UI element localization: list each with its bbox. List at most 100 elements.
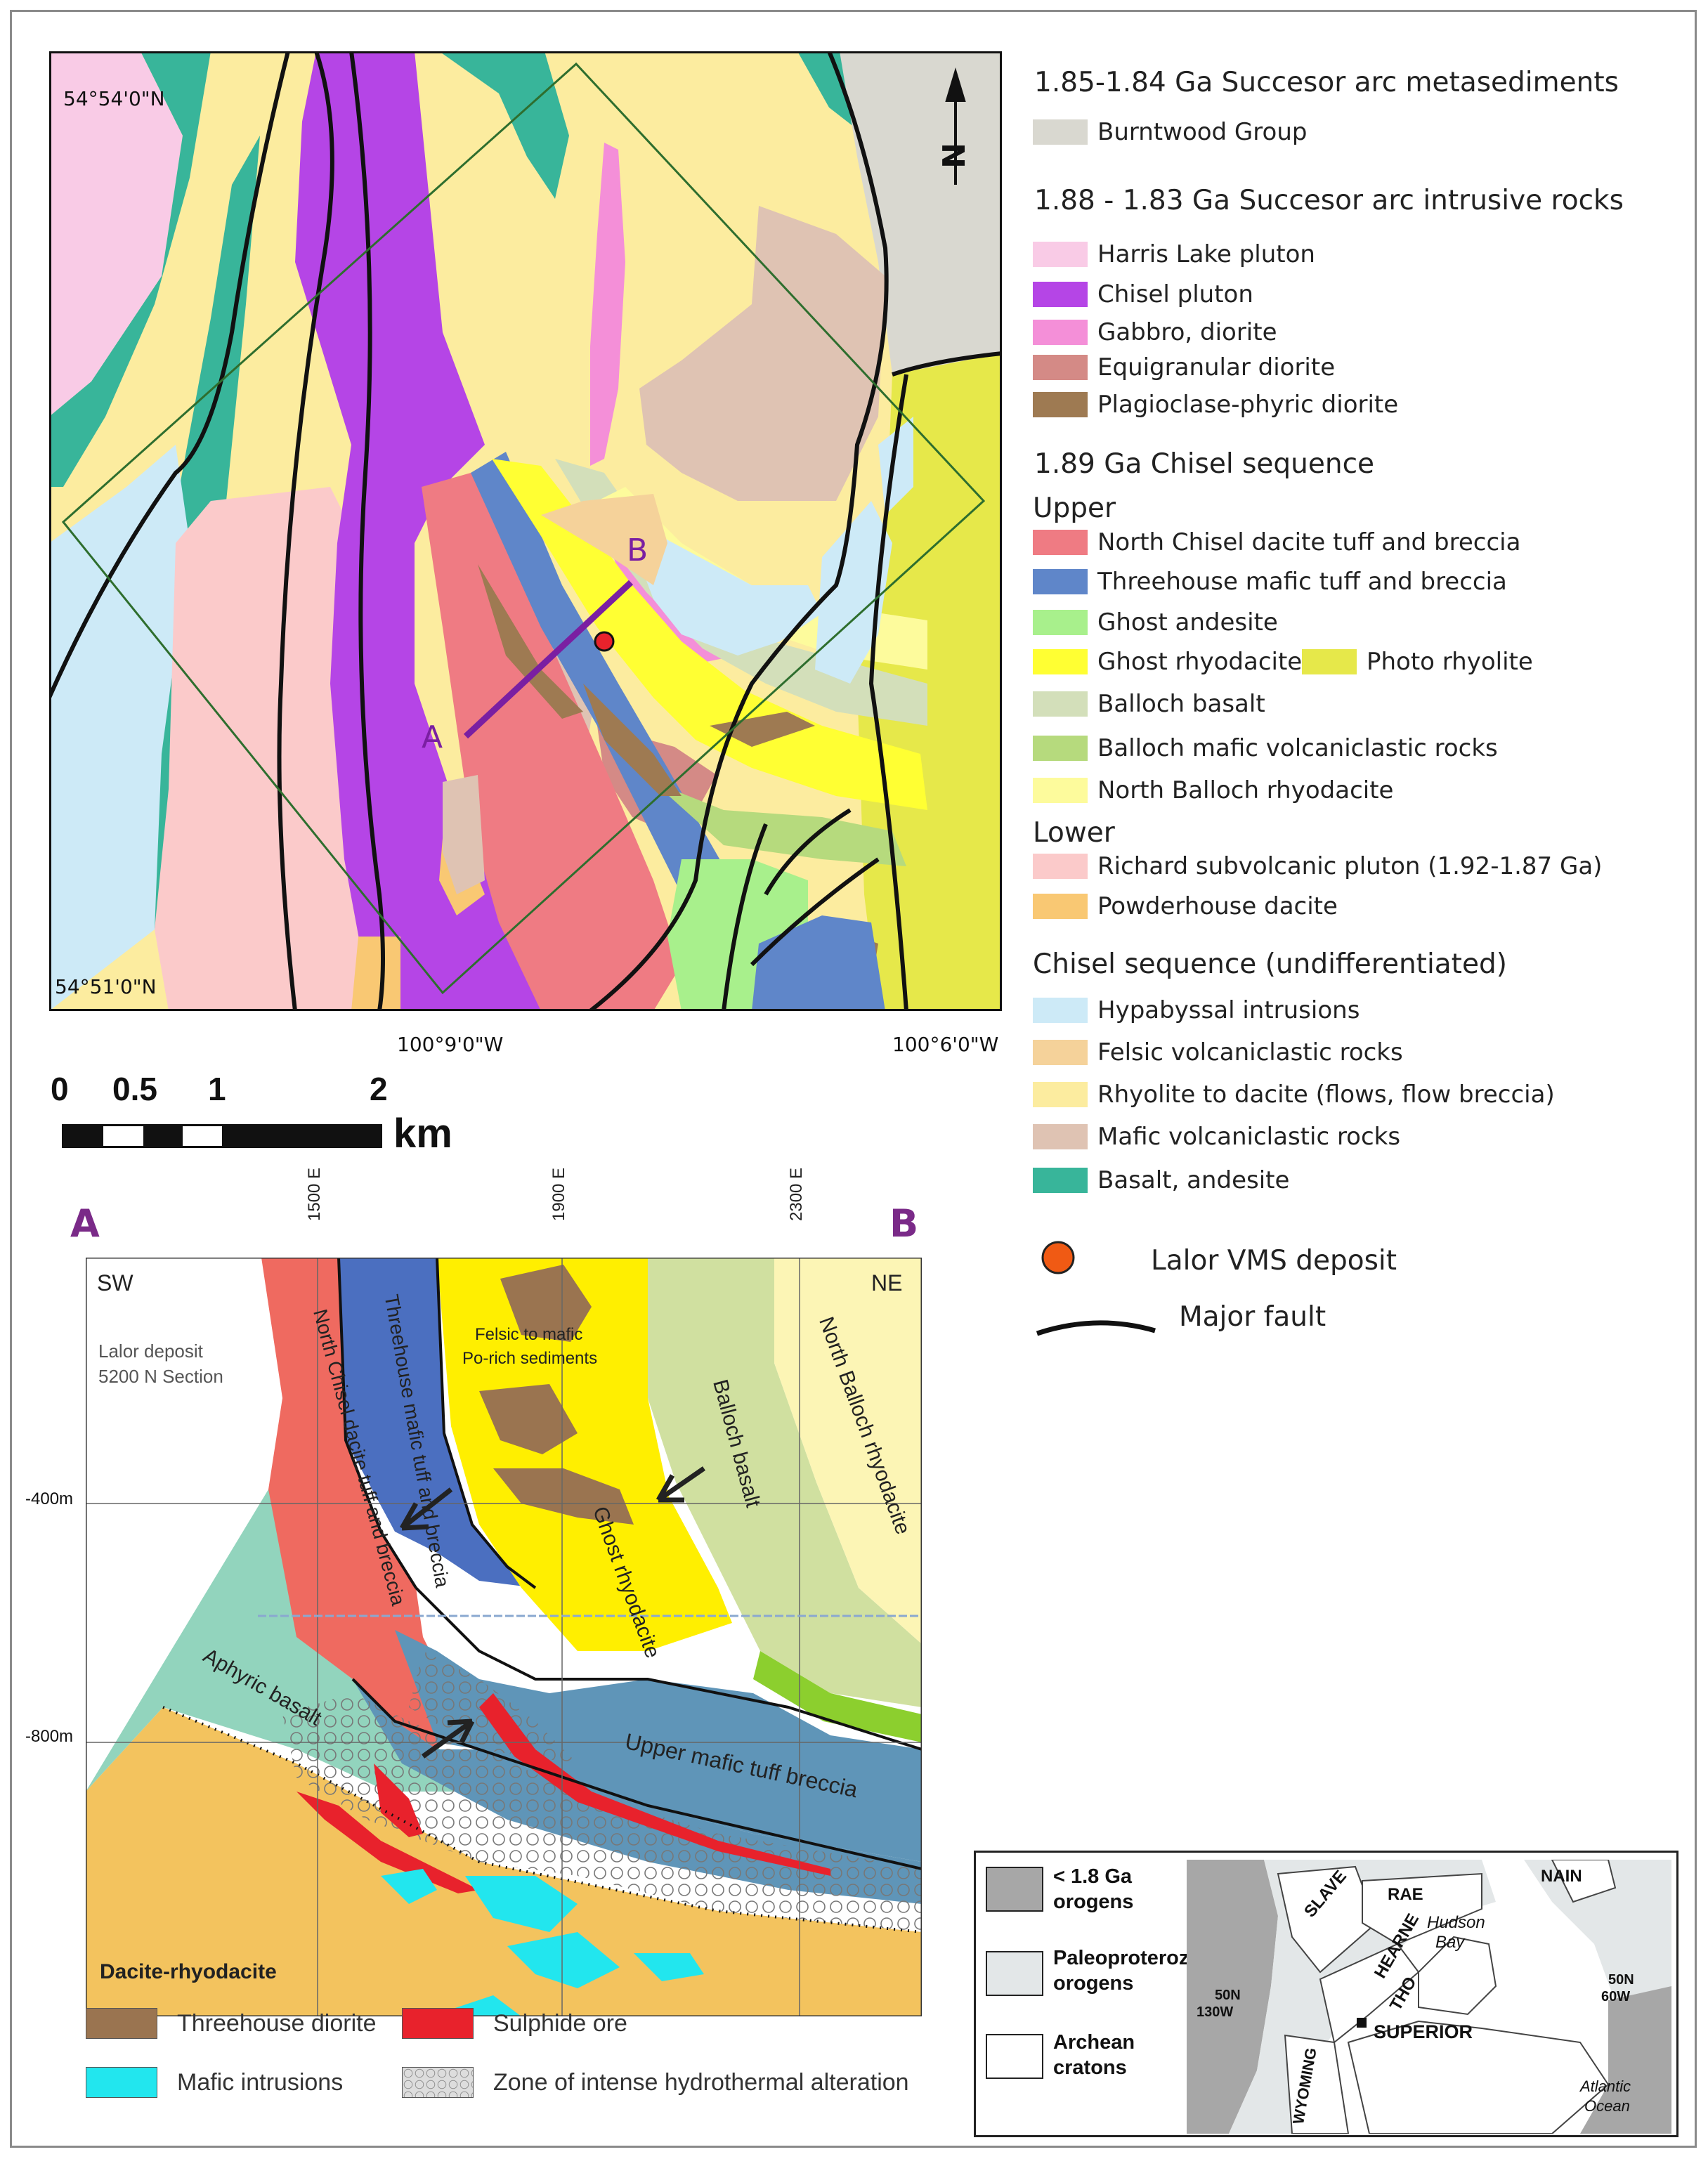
gabbro-dike: [590, 143, 625, 466]
sulphide-ore-2: [296, 1792, 479, 1893]
ghost-section: [437, 1258, 732, 1651]
major-faults: [49, 51, 1002, 1011]
fault-8: [750, 857, 880, 967]
legend-fault-label: Major fault: [1179, 1301, 1326, 1333]
powderhouse-dacite: [351, 937, 400, 1011]
section-legend-alteration: Zone of intense hydrothermal alteration: [402, 2067, 909, 2098]
legend-item-north-chisel: North Chisel dacite tuff and breccia: [1033, 528, 1520, 556]
inset-lon-w: 130W: [1197, 2004, 1234, 2020]
inset-legend-young-1: < 1.8 Ga: [1053, 1865, 1133, 1888]
balloch-mafic-volcaniclastic: [653, 782, 906, 866]
balloch-section: [648, 1258, 922, 1707]
legend-item-mafic-volc: Mafic volcaniclastic rocks: [1033, 1123, 1400, 1151]
inset-legend-archean-2: cratons: [1053, 2056, 1127, 2079]
hudson-bay: [1418, 1936, 1497, 2016]
north-arrow-icon: [945, 67, 966, 185]
legend-heading-chisel: 1.89 Ga Chisel sequence: [1034, 448, 1375, 480]
diorite-blob-1: [500, 1265, 592, 1342]
hearne-craton: [1319, 1943, 1420, 2044]
hypabyssal-center: [632, 536, 822, 655]
inset-superior: SUPERIOR: [1374, 2021, 1473, 2042]
figure-frame: [10, 10, 1697, 2148]
study-location-marker: [1357, 2018, 1367, 2028]
northing-1500: 1500 E: [305, 1167, 324, 1221]
mafic-intrusion-3: [507, 1932, 620, 1988]
inset-swatch-paleo: [986, 1951, 1043, 1996]
legend-sub-upper: Upper: [1033, 493, 1116, 524]
legend-item-ghost-rhyodacite: Ghost rhyodacite: [1033, 648, 1302, 676]
felsic-volcaniclastic: [541, 494, 667, 585]
fault-5: [892, 351, 1002, 377]
north-chisel-dacite: [422, 473, 682, 1011]
depth-800: -800m: [25, 1727, 74, 1746]
legend-item-hypabyssal: Hypabyssal intrusions: [1033, 996, 1360, 1024]
legend-swatch: [1033, 119, 1088, 145]
alteration-arrows: [399, 1466, 705, 1759]
lalor-deposit-icon: [1041, 1241, 1075, 1274]
mafic-intrusion-2: [465, 1876, 578, 1932]
inset-rae: RAE: [1388, 1885, 1423, 1904]
label-felsic-line1: Felsic to mafic: [475, 1325, 583, 1344]
depth-400: -400m: [25, 1489, 74, 1508]
section-line-a-b: [463, 580, 634, 739]
section-title-line1: Lalor deposit: [98, 1341, 203, 1362]
legend-item-rhyolite: Rhyolite to dacite (flows, flow breccia): [1033, 1081, 1555, 1109]
grenville-orogen: [1580, 1986, 1671, 2134]
cordillera-orogen: [1187, 1860, 1278, 2134]
inset-lon-e: 60W: [1601, 1989, 1631, 2004]
basalt-strip-3: [439, 51, 569, 199]
mafic-inclusion: [443, 775, 485, 894]
mafic-intrusion-1: [381, 1869, 437, 1904]
legend-item-burntwood: Burntwood Group: [1033, 118, 1307, 146]
inset-legend-archean-1: Archean: [1053, 2031, 1135, 2054]
legend-sub-lower: Lower: [1033, 817, 1115, 849]
hypabyssal-left: [49, 445, 190, 1011]
alteration-zone: [282, 1693, 922, 1932]
section-legend-sulphide: Sulphide ore: [402, 2008, 627, 2039]
legend-heading-undiff: Chisel sequence (undifferentiated): [1033, 948, 1507, 980]
section-legend-diorite: Threehouse diorite: [86, 2008, 377, 2039]
legend-item-harris-lake: Harris Lake pluton: [1033, 240, 1315, 268]
major-fault-icon: [1036, 1320, 1156, 1336]
section-point-b: B: [627, 533, 648, 568]
legend-lalor-label: Lalor VMS deposit: [1151, 1245, 1397, 1277]
legend-item-felsic: Felsic volcaniclastic rocks: [1033, 1038, 1403, 1067]
inset-lat-e: 50N: [1608, 1972, 1634, 1988]
fault-4: [589, 51, 889, 1011]
lalor-deposit-marker: [594, 631, 615, 652]
map-canvas: [47, 49, 1004, 1013]
section-end-a: A: [70, 1201, 100, 1246]
richard-pluton: [155, 487, 379, 1011]
legend-item-gabbro: Gabbro, diorite: [1033, 318, 1277, 346]
balloch-mafic-section: [753, 1651, 922, 1742]
top-latitude-label: 54°54'0"N: [63, 87, 165, 110]
location-inset: < 1.8 Ga orogens Paleoproterozoic orogen…: [974, 1851, 1678, 2137]
nain-craton: [1551, 1860, 1617, 1903]
inset-map: [1187, 1860, 1671, 2134]
legend-item-balloch-mafic: Balloch mafic volcaniclastic rocks: [1033, 734, 1498, 762]
north-arrow-letter: N: [936, 143, 972, 169]
section-contacts: [162, 1258, 922, 1933]
left-longitude-label: 100°9'0"W: [397, 1033, 504, 1056]
legend-item-threehouse: Threehouse mafic tuff and breccia: [1033, 568, 1507, 596]
threehouse-mafic-se: [752, 915, 885, 1011]
geologic-map: [47, 49, 1004, 1013]
scale-unit: km: [393, 1111, 452, 1156]
northing-2300: 2300 E: [787, 1167, 806, 1221]
section-ne: NE: [871, 1270, 903, 1296]
diorite-blob-3: [493, 1468, 634, 1525]
legend-item-north-balloch: North Balloch rhyodacite: [1033, 776, 1393, 804]
section-end-b: B: [889, 1201, 919, 1246]
upper-mafic-section: [395, 1630, 922, 1862]
legend-item-plag-diorite: Plagioclase-phyric diorite: [1033, 391, 1398, 419]
legend-item-photo-rhyolite: Photo rhyolite: [1302, 648, 1533, 676]
legend-item-chisel-pluton: Chisel pluton: [1033, 280, 1253, 308]
inset-nain: NAIN: [1541, 1867, 1582, 1886]
cross-section-canvas: [84, 1256, 923, 2018]
inset-hudson-2: Bay: [1435, 1933, 1465, 1952]
inset-swatch-young: [986, 1867, 1043, 1912]
threehouse-section: [339, 1258, 535, 1588]
fault-1: [49, 51, 290, 699]
inset-swatch-archean: [986, 2034, 1043, 2079]
slave-craton: [1277, 1865, 1378, 1974]
